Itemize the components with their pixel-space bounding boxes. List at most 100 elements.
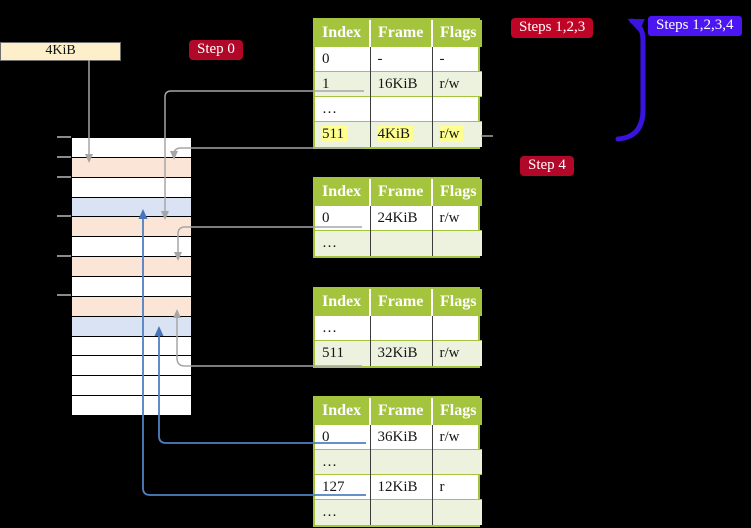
- table-cell-text: …: [322, 234, 337, 251]
- arrow-table1-row511-to-frame: [170, 147, 364, 160]
- page-size-label: 4KiB: [0, 42, 121, 61]
- memory-row-white: [72, 177, 191, 198]
- table-cell: 24KiB: [370, 205, 433, 231]
- table-cell-text: 511: [322, 344, 344, 361]
- badge-step-0: Step 0: [189, 40, 243, 60]
- memory-row-blue: [72, 316, 191, 337]
- table-cell-text: r/w: [439, 125, 463, 142]
- table-header-cell: Frame: [370, 179, 433, 206]
- memory-row-white: [72, 336, 191, 357]
- table-header-cell: Index: [315, 179, 371, 206]
- table-cell: 511: [315, 121, 371, 147]
- table-cell-text: 32KiB: [377, 344, 418, 361]
- table-cell: 16KiB: [370, 71, 433, 97]
- memory-tick: [57, 176, 71, 178]
- table-cell-text: 4KiB: [377, 125, 414, 142]
- table-cell: [432, 96, 482, 122]
- table-cell: [370, 449, 433, 475]
- table-header-cell: Index: [315, 289, 371, 316]
- memory-row-blue: [72, 197, 191, 218]
- memory-tick: [57, 255, 71, 257]
- table-cell-text: 36KiB: [377, 428, 418, 445]
- table-cell-text: 1: [322, 75, 330, 92]
- table-cell-text: r/w: [439, 75, 460, 92]
- table-cell: 0: [315, 205, 371, 231]
- table-cell-text: …: [322, 100, 337, 117]
- memory-row-peach: [72, 157, 191, 178]
- table-cell-text: r: [439, 478, 445, 495]
- table-cell: [432, 315, 482, 341]
- table-header-cell: Frame: [370, 289, 433, 316]
- table-cell: r/w: [432, 121, 482, 147]
- table-cell: …: [315, 499, 371, 525]
- table-cell-text: r/w: [439, 344, 460, 361]
- table-cell: -: [432, 46, 482, 72]
- table-row: 1 16KiB r/w: [315, 71, 482, 97]
- memory-row-white: [72, 277, 191, 297]
- table-header-cell: Frame: [370, 20, 433, 47]
- table-cell-text: -: [439, 50, 445, 67]
- table-cell: r/w: [432, 340, 482, 366]
- memory-tick: [57, 215, 71, 217]
- table-row: …: [315, 315, 482, 341]
- table-cell: 0: [315, 424, 371, 450]
- memory-row-white: [72, 237, 191, 258]
- table-cell: r: [432, 474, 482, 500]
- table-cell: …: [315, 315, 371, 341]
- table-row: …: [315, 230, 482, 256]
- arrow-steps-loop: [615, 18, 646, 142]
- badge-steps-1-2-3-4: Steps 1,2,3,4: [648, 16, 742, 36]
- table-cell: …: [315, 96, 371, 122]
- table-row: …: [315, 449, 482, 475]
- memory-row-peach: [72, 257, 191, 278]
- table-cell: -: [370, 46, 433, 72]
- table-cell: [370, 315, 433, 341]
- table-cell: 32KiB: [370, 340, 433, 366]
- memory-row-white: [72, 376, 191, 397]
- table-header-cell: Index: [315, 20, 371, 47]
- table-cell-text: 12KiB: [377, 478, 418, 495]
- table-row: …: [315, 499, 482, 525]
- badge-steps-1-2-3: Steps 1,2,3: [511, 18, 594, 38]
- table-row: 511 32KiB r/w: [315, 340, 482, 366]
- table-header-cell: Flags: [432, 179, 482, 206]
- badge-step-4: Step 4: [520, 156, 574, 176]
- table-row: 127 12KiB r: [315, 474, 482, 500]
- table-header-cell: Index: [315, 398, 371, 425]
- table-cell-text: …: [322, 453, 337, 470]
- table-cell-text: r/w: [439, 428, 460, 445]
- memory-row-peach: [72, 217, 191, 238]
- table-cell-text: 16KiB: [377, 75, 418, 92]
- table-row: 0 36KiB r/w: [315, 424, 482, 450]
- table-cell: [432, 449, 482, 475]
- table-cell: [370, 230, 433, 256]
- table-row: …: [315, 96, 482, 122]
- table-cell: 4KiB: [370, 121, 433, 147]
- table-cell: 36KiB: [370, 424, 433, 450]
- table-row: 0 --: [315, 46, 482, 72]
- table-cell: r/w: [432, 424, 482, 450]
- table-cell: …: [315, 230, 371, 256]
- table-cell: 511: [315, 340, 371, 366]
- table-cell: 127: [315, 474, 371, 500]
- memory-row-peach: [72, 296, 191, 317]
- memory-row-white: [72, 396, 191, 416]
- table-cell-text: 0: [322, 50, 330, 67]
- memory-tick: [57, 294, 71, 296]
- table-cell: r/w: [432, 205, 482, 231]
- table-cell: 12KiB: [370, 474, 433, 500]
- memory-row-white: [72, 138, 191, 158]
- memory-row-white: [72, 356, 191, 377]
